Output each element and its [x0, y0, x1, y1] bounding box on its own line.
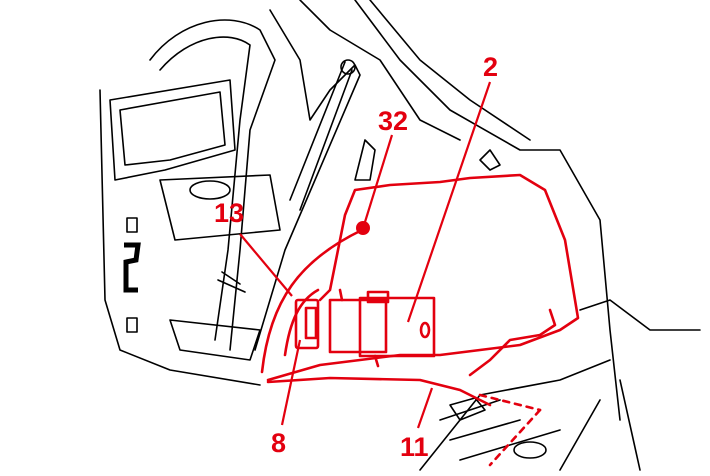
- ground-point-32: [356, 221, 370, 235]
- callout-label-2: 2: [483, 52, 498, 82]
- callout-label-11: 11: [400, 432, 429, 462]
- control-module-2: [328, 288, 436, 368]
- callout-label-32: 32: [378, 106, 408, 136]
- connector-8: [294, 298, 320, 350]
- wiring-harness: [260, 173, 580, 467]
- callout-leaders: [239, 81, 492, 429]
- callout-label-13: 13: [214, 198, 244, 228]
- vehicle-body-line-art: [99, 0, 701, 471]
- callout-label-8: 8: [271, 428, 286, 458]
